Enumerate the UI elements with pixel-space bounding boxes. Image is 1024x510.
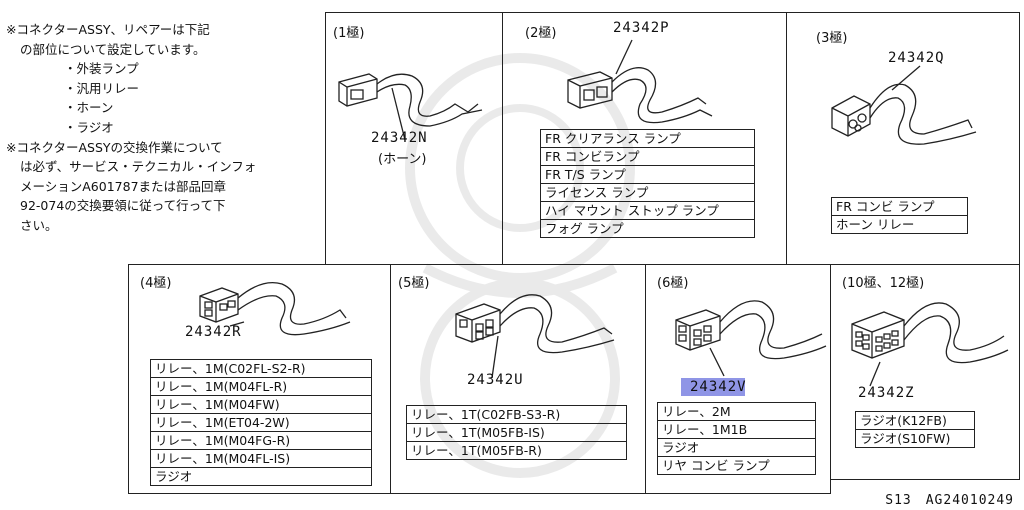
note-line: の部位について設定しています。: [20, 41, 206, 57]
table-row: FR コンビランプ: [540, 147, 755, 166]
table-row: ラジオ: [657, 438, 816, 457]
panel-10-12-pole: [830, 264, 1020, 480]
table-cell: ラジオ: [150, 467, 372, 486]
table-cell: ホーン リレー: [831, 215, 968, 234]
panel-10-12-title: (10極、12極): [842, 276, 925, 291]
table-row: FR コンビ ランプ: [831, 197, 968, 216]
table-cell: ラジオ(K12FB): [855, 411, 975, 430]
table-row: リレー、1M(M04FL-R): [150, 377, 372, 396]
table-cell: リレー、2M: [657, 402, 816, 421]
panel-1-sub-label: (ホーン): [378, 152, 427, 167]
table-row: リヤ コンビ ランプ: [657, 456, 816, 475]
table-row: リレー、1M1B: [657, 420, 816, 439]
table-cell: FR T/S ランプ: [540, 165, 755, 184]
panel-5-table: リレー、1T(C02FB-S3-R) リレー、1T(M05FB-IS) リレー、…: [406, 405, 627, 460]
panel-4-part-number: 24342R: [185, 324, 242, 340]
table-cell: フォグ ランプ: [540, 219, 755, 238]
table-row: リレー、1T(M05FB-R): [406, 441, 627, 460]
table-row: リレー、1M(M04FW): [150, 395, 372, 414]
table-cell: FR コンビランプ: [540, 147, 755, 166]
panel-5-title: (5極): [398, 276, 430, 291]
table-cell: リレー、1T(M05FB-IS): [406, 423, 627, 442]
note-line: ※コネクターASSYの交換作業について: [6, 139, 223, 155]
note-line: ・外装ランプ: [64, 61, 139, 77]
note-line: さい。: [20, 217, 58, 233]
table-row: ハイ マウント ストップ ランプ: [540, 201, 755, 220]
panel-2-table: FR クリアランス ランプ FR コンビランプ FR T/S ランプ ライセンス…: [540, 129, 755, 238]
table-row: リレー、1M(M04FG-R): [150, 431, 372, 450]
panel-10-12-table: ラジオ(K12FB) ラジオ(S10FW): [855, 411, 975, 448]
table-cell: リレー、1M1B: [657, 420, 816, 439]
panel-6-title: (6極): [657, 276, 689, 291]
note-line: ・ホーン: [64, 100, 114, 116]
panel-3-title: (3極): [816, 31, 848, 46]
table-cell: FR クリアランス ランプ: [540, 129, 755, 148]
table-row: リレー、1M(C02FL-S2-R): [150, 359, 372, 378]
table-cell: リレー、1M(M04FL-IS): [150, 449, 372, 468]
panel-2-part-number: 24342P: [613, 20, 670, 36]
table-row: ラジオ: [150, 467, 372, 486]
panel-5-part-number: 24342U: [467, 372, 524, 388]
table-cell: リレー、1M(M04FW): [150, 395, 372, 414]
table-row: リレー、2M: [657, 402, 816, 421]
panel-1-part-number: 24342N: [371, 130, 428, 146]
table-row: リレー、1T(M05FB-IS): [406, 423, 627, 442]
panel-1-title: (1極): [333, 26, 365, 41]
note-line: ※コネクターASSY、リペアーは下記: [6, 22, 210, 37]
note-line: メーションA601787または部品回章: [20, 178, 227, 194]
table-cell: リレー、1M(M04FL-R): [150, 377, 372, 396]
table-row: リレー、1M(ET04-2W): [150, 413, 372, 432]
table-cell: リレー、1M(C02FL-S2-R): [150, 359, 372, 378]
panel-6-part-number: 24342V: [690, 379, 747, 395]
table-row: リレー、1M(M04FL-IS): [150, 449, 372, 468]
panel-6-table: リレー、2M リレー、1M1B ラジオ リヤ コンビ ランプ: [657, 402, 816, 475]
table-row: ライセンス ランプ: [540, 183, 755, 202]
table-row: FR T/S ランプ: [540, 165, 755, 184]
notes-block: ※コネクターASSY、リペアーは下記 の部位について設定しています。 ・外装ラン…: [6, 20, 324, 236]
note-line: ・汎用リレー: [64, 80, 140, 96]
note-line: は必ず、サービス・テクニカル・インフォ: [20, 159, 257, 175]
table-row: FR クリアランス ランプ: [540, 129, 755, 148]
table-cell: リヤ コンビ ランプ: [657, 456, 816, 475]
panel-10-12-part-number: 24342Z: [858, 385, 915, 401]
table-cell: リレー、1M(ET04-2W): [150, 413, 372, 432]
table-cell: ラジオ(S10FW): [855, 429, 975, 448]
table-row: ラジオ(K12FB): [855, 411, 975, 430]
panel-4-table: リレー、1M(C02FL-S2-R) リレー、1M(M04FL-R) リレー、1…: [150, 359, 372, 486]
figure-code: S13 AG24010249: [885, 493, 1014, 508]
table-row: ホーン リレー: [831, 215, 968, 234]
table-cell: リレー、1T(M05FB-R): [406, 441, 627, 460]
table-row: フォグ ランプ: [540, 219, 755, 238]
table-cell: リレー、1M(M04FG-R): [150, 431, 372, 450]
note-line: ・ラジオ: [64, 119, 114, 135]
table-cell: ラジオ: [657, 438, 816, 457]
part-number-highlight: [681, 378, 745, 396]
note-line: 92-074の交換要領に従って行って下: [20, 198, 226, 214]
panel-3-table: FR コンビ ランプ ホーン リレー: [831, 197, 968, 234]
panel-2-title: (2極): [525, 26, 557, 41]
panel-4-title: (4極): [140, 276, 172, 291]
panel-3-part-number: 24342Q: [888, 50, 945, 66]
table-row: リレー、1T(C02FB-S3-R): [406, 405, 627, 424]
table-row: ラジオ(S10FW): [855, 429, 975, 448]
table-cell: FR コンビ ランプ: [831, 197, 968, 216]
table-cell: リレー、1T(C02FB-S3-R): [406, 405, 627, 424]
table-cell: ハイ マウント ストップ ランプ: [540, 201, 755, 220]
table-cell: ライセンス ランプ: [540, 183, 755, 202]
